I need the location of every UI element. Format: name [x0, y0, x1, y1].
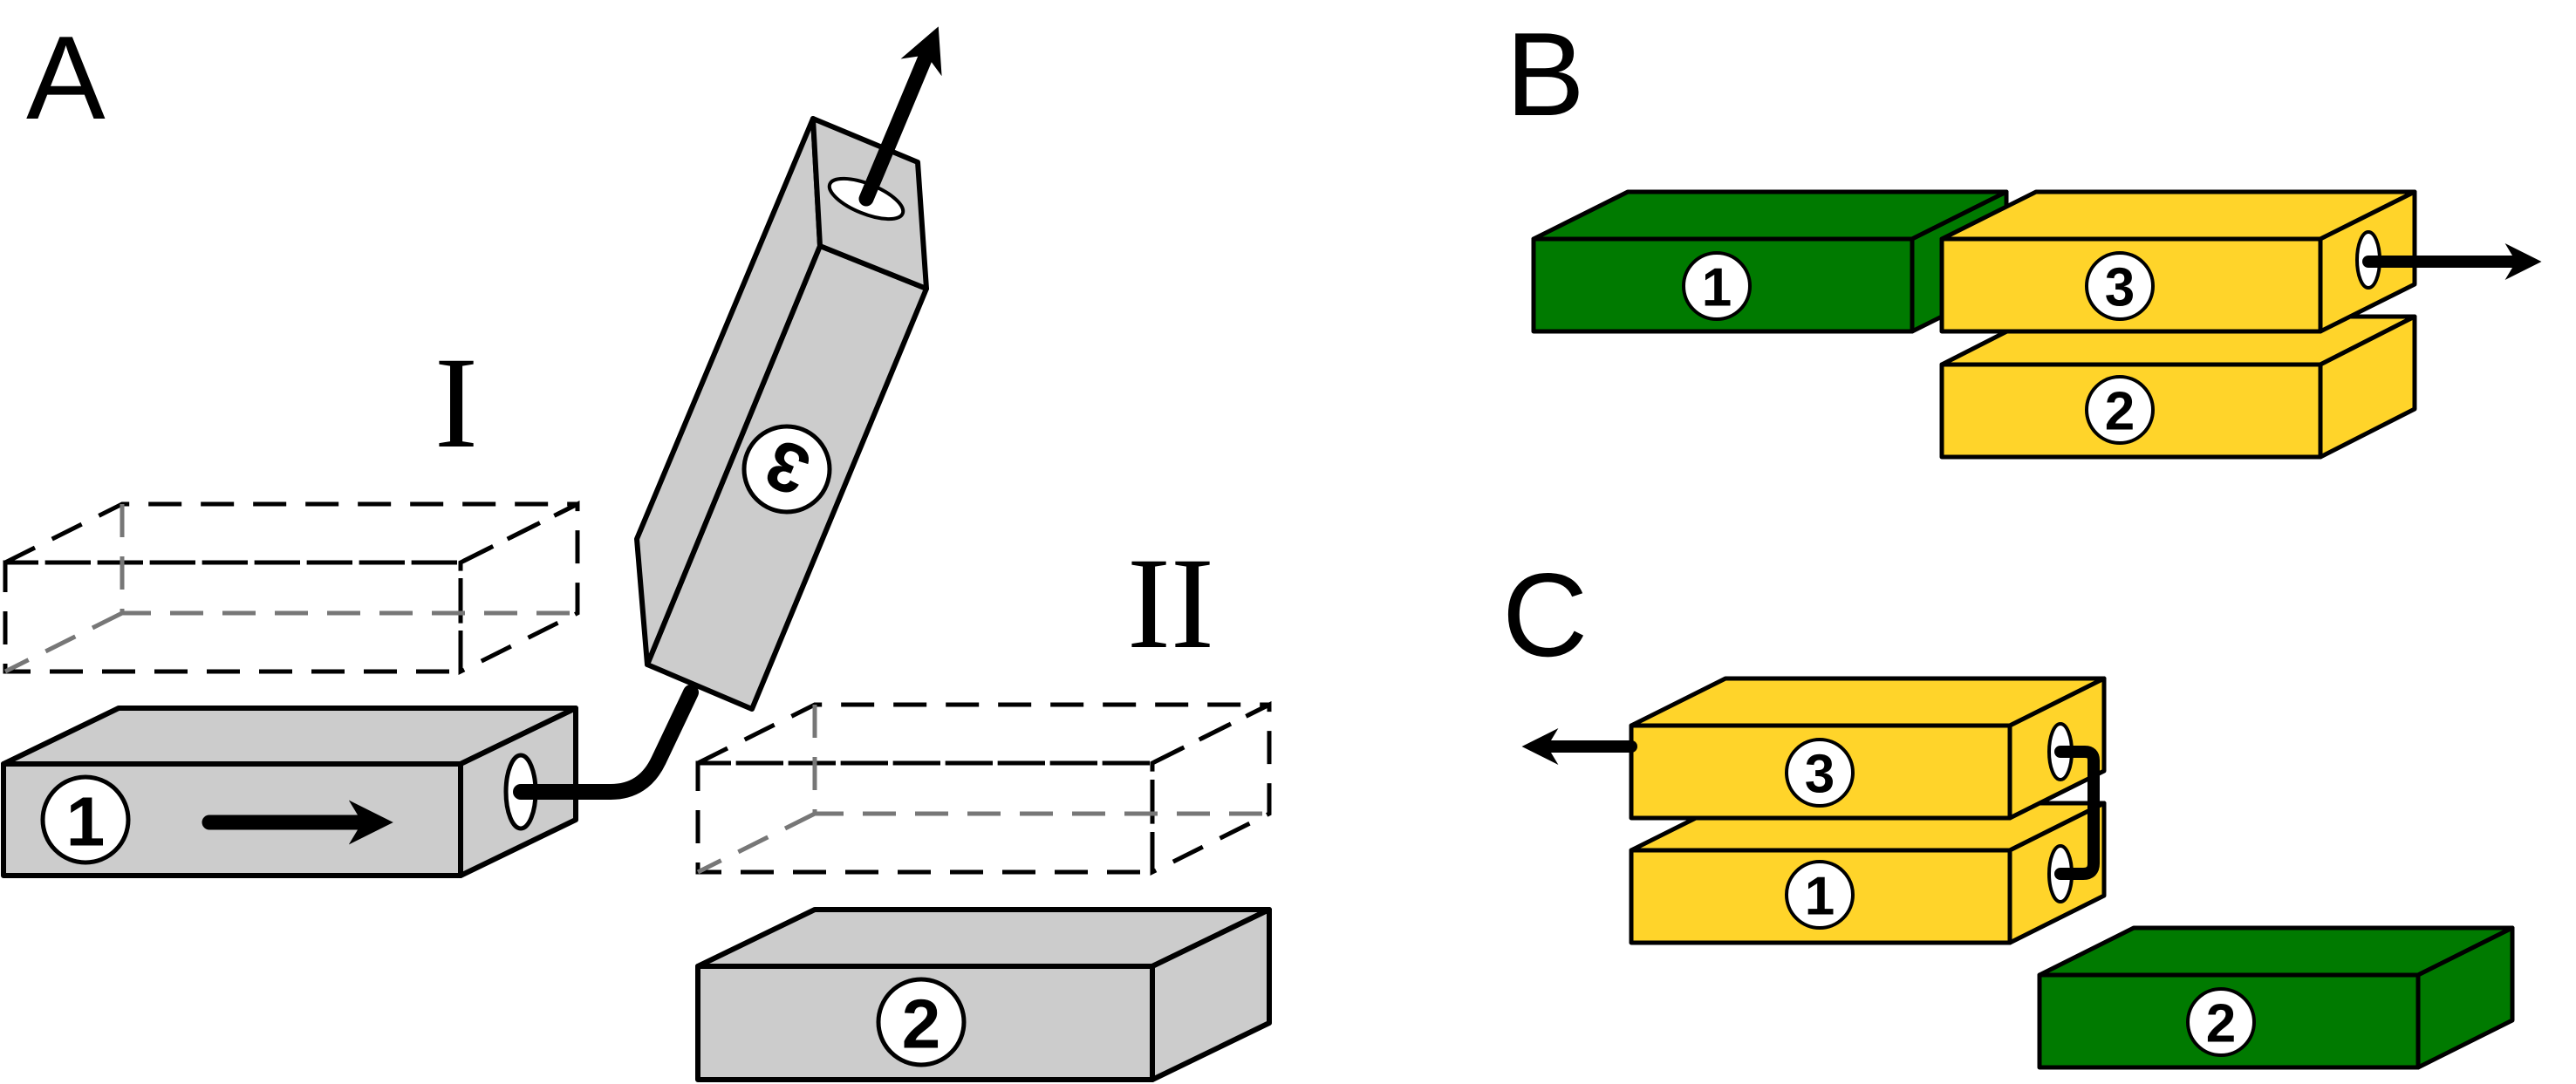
block-2-number: 2 [2105, 382, 2135, 442]
block-2-number: 2 [2206, 994, 2236, 1054]
connector-link [2054, 746, 2100, 880]
block-3-yellow: 3 [1521, 676, 2107, 821]
ghost-box-position-2 [695, 700, 1272, 876]
block-2-badge [876, 977, 967, 1067]
block-2-number: 2 [902, 985, 941, 1063]
panel-c: C 1 3 2 [1502, 549, 2515, 1070]
panel-a: A I II 1 [1, 11, 1272, 1082]
block-2-gray: 2 [695, 907, 1272, 1082]
block-1-number: 1 [66, 783, 106, 861]
block-2-badge [2085, 375, 2155, 445]
ghost-box-position-1 [3, 500, 580, 676]
position-label-2: II [1127, 531, 1214, 676]
panel-b: B 1 2 3 [1506, 8, 2542, 460]
block-3-gray: 3 [634, 26, 942, 712]
block-1-badge [40, 774, 131, 865]
block-3-badge [2085, 251, 2155, 321]
block-1-gray: 1 [1, 706, 578, 878]
block-3-number: 3 [1805, 745, 1835, 805]
block-1-badge [1785, 860, 1855, 930]
block-3-yellow: 3 [1939, 189, 2542, 334]
connector-link [513, 685, 699, 800]
block-1-number: 1 [1702, 258, 1732, 318]
position-label-1: I [434, 331, 478, 475]
panel-c-letter: C [1502, 549, 1588, 681]
block-3-badge [741, 424, 832, 515]
panel-b-letter: B [1506, 8, 1585, 140]
block-2-badge [2186, 987, 2256, 1057]
block-2-yellow: 2 [1939, 314, 2417, 460]
block-1-number: 1 [1805, 867, 1835, 927]
block-3-badge [1785, 738, 1855, 808]
block-1-yellow: 1 [1629, 801, 2107, 945]
block-3-number: 3 [2105, 258, 2135, 318]
block-1-badge [1682, 251, 1752, 321]
block-2-green: 2 [2037, 925, 2515, 1070]
block-1-green: 1 [1531, 189, 2009, 334]
panel-a-letter: A [26, 11, 106, 144]
direction-arrow-up [858, 26, 942, 207]
